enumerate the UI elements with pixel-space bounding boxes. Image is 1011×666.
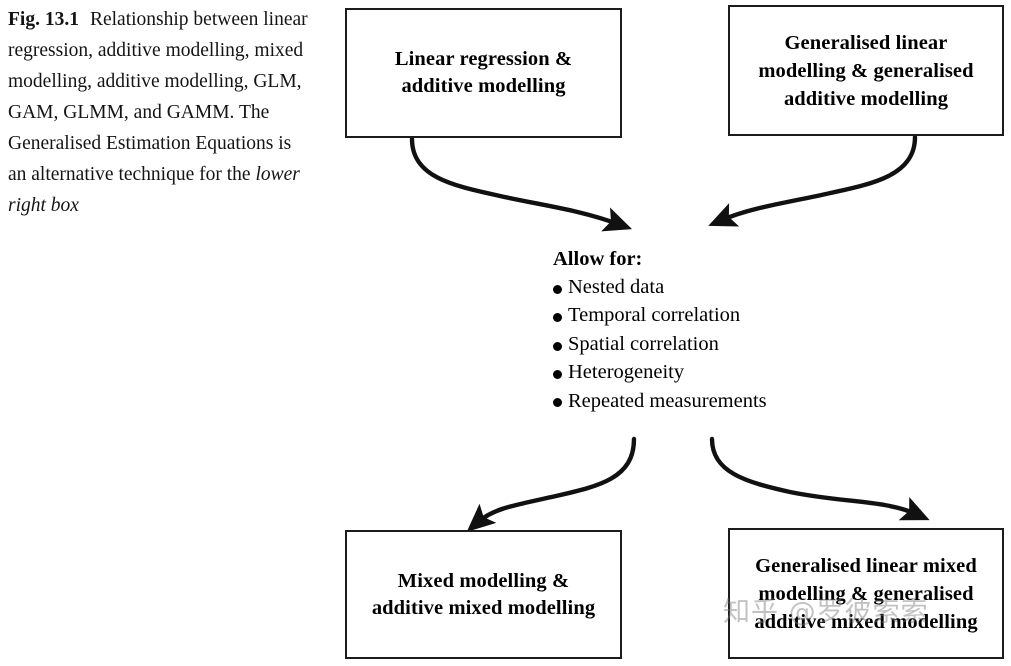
list-item: Temporal correlation — [553, 302, 883, 330]
arrow-center-to-bottom-left — [466, 436, 637, 532]
node-box-generalised-linear-modelling[interactable]: Generalised linear modelling & generalis… — [728, 5, 1004, 136]
figure-caption-italic: lower right box — [8, 164, 300, 216]
bullet-icon — [553, 333, 568, 359]
list-item: Heterogeneity — [553, 359, 883, 387]
node-box-linear-regression-label: Linear regression & additive modelling — [394, 48, 573, 97]
list-item: Spatial correlation — [553, 331, 883, 359]
allow-for-item-label: Nested data — [568, 276, 665, 298]
allow-for-block: Allow for: Nested data Temporal correlat… — [553, 246, 883, 416]
node-box-generalised-linear-mixed-modelling[interactable]: Generalised linear mixed modelling & gen… — [728, 528, 1004, 659]
allow-for-item-label: Temporal correlation — [568, 304, 741, 327]
node-box-mixed-modelling[interactable]: Mixed modelling & additive mixed modelli… — [345, 530, 622, 659]
allow-for-item-label: Spatial correlation — [568, 332, 719, 355]
list-item: Repeated measurements — [553, 388, 883, 416]
bullet-icon — [553, 390, 568, 416]
bullet-icon — [553, 304, 568, 330]
bullet-icon — [553, 276, 568, 302]
arrow-top-left-to-center — [409, 136, 633, 232]
allow-for-item-label: Repeated measurements — [568, 389, 767, 412]
arrow-top-right-to-center — [708, 134, 918, 227]
bullet-icon — [553, 361, 568, 387]
allow-for-item-label: Heterogeneity — [568, 361, 685, 384]
node-box-linear-regression[interactable]: Linear regression & additive modelling — [345, 8, 622, 138]
node-box-generalised-linear-modelling-label: Generalised linear modelling & generalis… — [758, 31, 974, 110]
arrow-center-to-bottom-right — [709, 436, 930, 521]
watermark-text: 知乎 @罗彼索索 — [723, 597, 929, 628]
figure-number: Fig. 13.1 — [8, 9, 79, 30]
allow-for-title: Allow for: — [553, 248, 643, 270]
node-box-generalised-linear-mixed-modelling-label: Generalised linear mixed modelling & gen… — [754, 554, 978, 633]
figure-caption-text: Relationship between linear regression, … — [8, 9, 308, 185]
list-item: Nested data — [553, 274, 883, 302]
node-box-mixed-modelling-label: Mixed modelling & additive mixed modelli… — [371, 569, 596, 619]
